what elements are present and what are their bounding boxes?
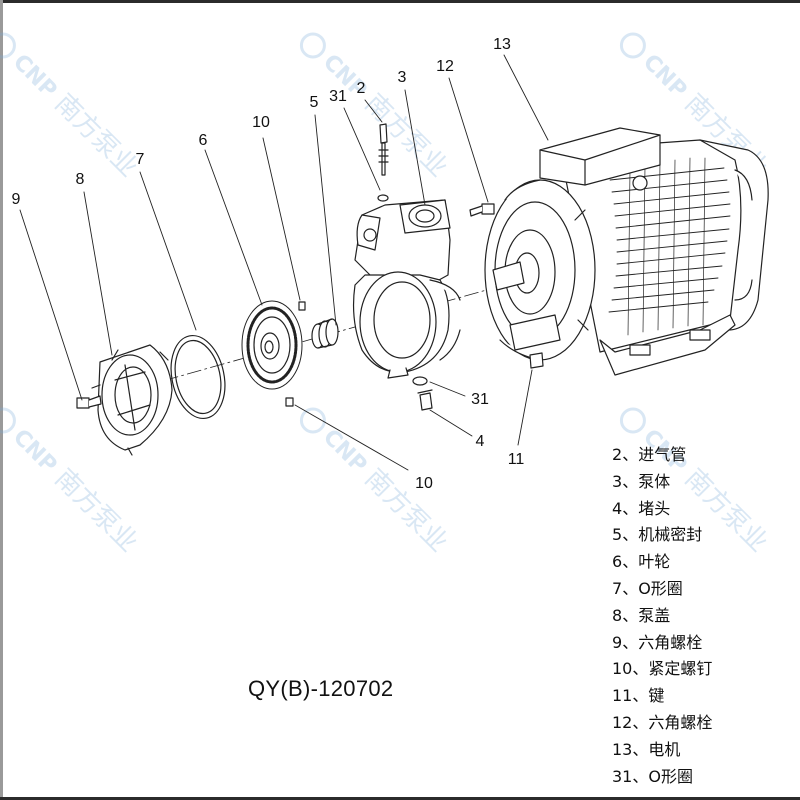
frame-border-top <box>0 0 800 3</box>
legend-item: 6、叶轮 <box>612 552 671 572</box>
leader-lines <box>19 54 549 471</box>
callout-31-upper: 31 <box>329 88 347 105</box>
legend-item: 3、泵体 <box>612 471 671 491</box>
callout-13: 13 <box>493 36 511 53</box>
legend-item: 5、机械密封 <box>612 525 703 545</box>
legend-item: 7、O形圈 <box>612 578 683 598</box>
legend-item: 12、六角螺栓 <box>612 712 713 732</box>
frame-border-bottom <box>0 797 800 800</box>
callout-3: 3 <box>397 69 407 86</box>
legend-item: 13、电机 <box>612 739 681 759</box>
pump-cover-part <box>91 344 173 456</box>
legend-item: 31、O形圈 <box>612 766 693 786</box>
callout-10-upper: 10 <box>252 114 270 131</box>
o-ring-31-lower-part <box>412 376 428 386</box>
set-screw-10-upper-part <box>298 301 306 311</box>
callout-6: 6 <box>198 132 208 149</box>
set-screw-10-lower-part <box>285 397 294 407</box>
callout-8: 8 <box>75 171 85 188</box>
hex-bolt-12-part <box>469 203 495 217</box>
key-11-part <box>529 352 544 369</box>
plug-4-part <box>417 389 433 411</box>
model-code: QY(B)-120702 <box>248 676 394 701</box>
legend-item: 10、紧定螺钉 <box>612 659 713 679</box>
legend-item: 9、六角螺栓 <box>612 632 703 652</box>
air-inlet-pipe-part <box>378 123 389 176</box>
legend-item: 11、键 <box>612 686 665 706</box>
motor-part <box>484 127 769 376</box>
callout-12: 12 <box>436 58 454 75</box>
legend-item: 8、泵盖 <box>612 605 671 625</box>
hex-bolt-9-part <box>76 395 102 409</box>
callout-2: 2 <box>356 80 366 97</box>
callout-7: 7 <box>135 151 145 168</box>
o-ring-31-upper-part <box>377 194 389 202</box>
callout-10-lower: 10 <box>415 475 433 492</box>
callout-31-lower: 31 <box>471 391 489 408</box>
callout-4: 4 <box>475 433 485 450</box>
parts-legend: 2、进气管 3、泵体 4、堵头 5、机械密封 6、叶轮 7、O形圈 8、泵盖 9… <box>612 442 712 790</box>
callout-9: 9 <box>11 191 21 208</box>
legend-item: 4、堵头 <box>612 498 671 518</box>
callout-11: 11 <box>507 451 525 468</box>
callout-5: 5 <box>309 94 319 111</box>
o-ring-7-part <box>170 334 226 420</box>
pump-body-part <box>352 199 461 379</box>
legend-item: 2、进气管 <box>612 445 687 464</box>
impeller-part <box>241 300 303 390</box>
mechanical-seal-part <box>311 318 339 349</box>
frame-border-left <box>0 0 3 800</box>
